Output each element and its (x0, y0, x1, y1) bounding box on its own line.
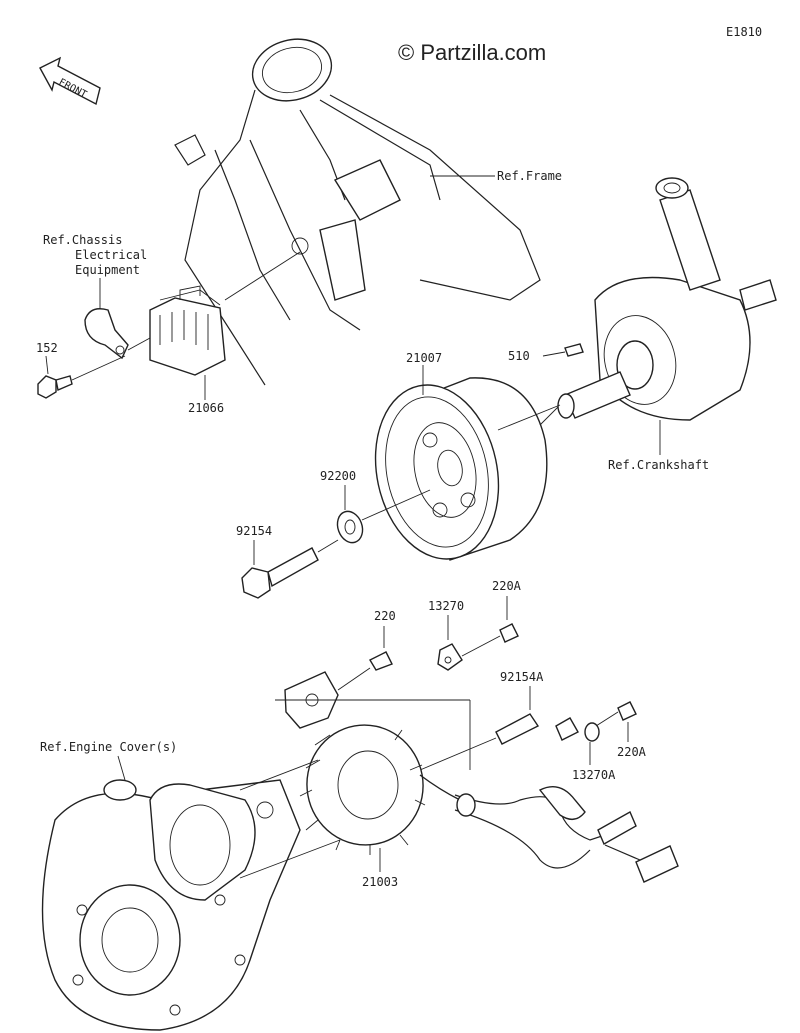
label-21007: 21007 (406, 351, 442, 365)
regulator-21066 (149, 285, 226, 376)
flywheel-21007 (374, 377, 548, 561)
diagram-code: E1810 (726, 25, 762, 39)
bolt-92154a (495, 713, 540, 745)
front-arrow-icon: FRONT (39, 56, 101, 106)
wire-harness (454, 786, 679, 883)
label-220a-bottom: 220A (617, 745, 647, 759)
clamp-part (84, 308, 129, 360)
label-21003: 21003 (362, 875, 398, 889)
clamp-13270a (555, 717, 600, 742)
bolt-220 (369, 651, 393, 671)
label-92154a: 92154A (500, 670, 544, 684)
bolt-152 (37, 375, 73, 399)
label-ref-chassis-2: Electrical (75, 248, 147, 262)
label-13270: 13270 (428, 599, 464, 613)
washer-92200 (336, 510, 364, 544)
label-ref-chassis-3: Equipment (75, 263, 140, 277)
key-510 (564, 343, 584, 357)
label-ref-engine-cover: Ref.Engine Cover(s) (40, 740, 177, 754)
label-13270a: 13270A (572, 768, 616, 782)
watermark: © Partzilla.com (398, 40, 546, 65)
label-ref-chassis-1: Ref.Chassis (43, 233, 122, 247)
clamp-13270 (437, 643, 463, 671)
label-152: 152 (36, 341, 58, 355)
frame-illustration (174, 38, 541, 386)
bolt-220a-top (499, 623, 519, 643)
label-220a-top: 220A (492, 579, 522, 593)
stator-21003 (299, 724, 461, 855)
label-ref-frame: Ref.Frame (497, 169, 562, 183)
label-21066: 21066 (188, 401, 224, 415)
crankshaft-illustration (557, 177, 777, 421)
label-510: 510 (508, 349, 530, 363)
label-220: 220 (374, 609, 396, 623)
bolt-220a-bottom (617, 701, 637, 721)
engine-cover-illustration (41, 779, 301, 1031)
label-92200: 92200 (320, 469, 356, 483)
label-ref-crankshaft: Ref.Crankshaft (608, 458, 709, 472)
bolt-92154 (241, 547, 319, 599)
label-92154: 92154 (236, 524, 272, 538)
